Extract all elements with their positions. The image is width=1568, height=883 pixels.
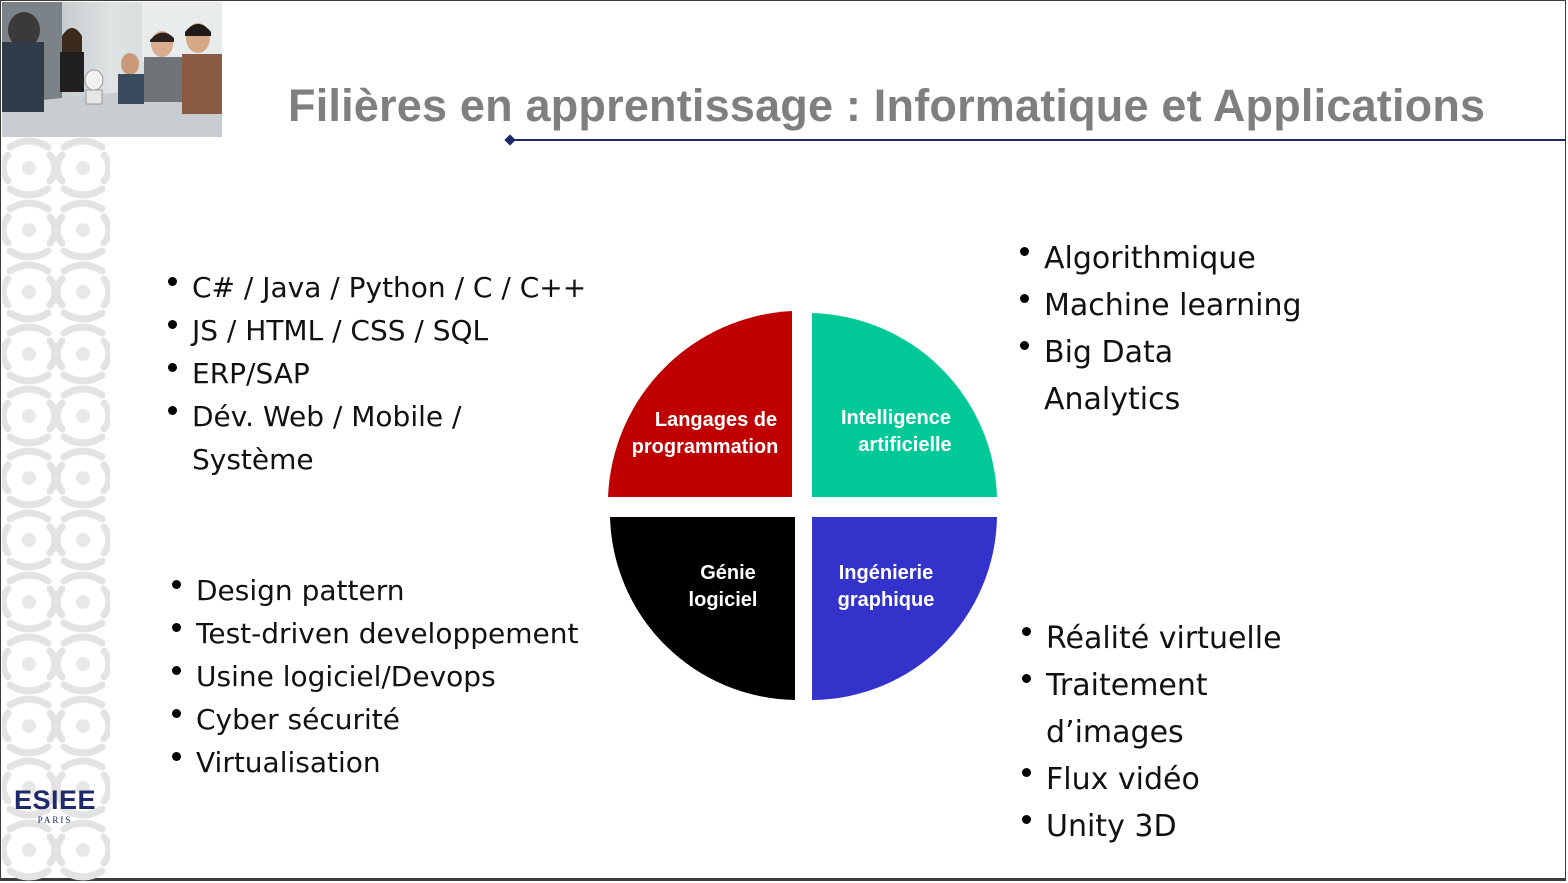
list-item: Cyber sécurité <box>172 698 612 741</box>
list-software-engineering: Design pattern Test-driven developpement… <box>172 569 612 784</box>
header-photo <box>2 2 222 137</box>
quadrant-label-line: Génie <box>700 562 756 584</box>
list-item: Test-driven developpement <box>172 612 612 655</box>
list-item: Design pattern <box>172 569 612 612</box>
list-item: Unity 3D <box>1022 803 1362 850</box>
quadrant-label-line: programmation <box>631 436 779 458</box>
logo-city: PARIS <box>37 815 73 825</box>
list-item: Algorithmique <box>1020 235 1360 282</box>
list-item: ERP/SAP <box>168 352 598 395</box>
quadrant-graphics <box>812 517 997 700</box>
list-item: Big Data Analytics <box>1020 329 1224 423</box>
decorative-pattern <box>2 137 110 881</box>
quadrant-software-engineering <box>610 517 795 700</box>
domain-quadrant-diagram <box>608 311 997 700</box>
list-item: C# / Java / Python / C / C++ <box>168 266 598 309</box>
students-robot-photo-icon <box>2 2 222 137</box>
list-item: Réalité virtuelle <box>1022 615 1362 662</box>
list-item: Traitement d’images <box>1022 662 1266 756</box>
quadrant-label-line: logiciel <box>688 589 758 611</box>
list-item: JS / HTML / CSS / SQL <box>168 309 598 352</box>
quadrant-programming <box>608 311 792 497</box>
quadrant-label-ai: Intelligence artificielle <box>826 405 966 459</box>
decorative-ring-pattern-icon <box>2 137 110 881</box>
title-underline <box>510 139 1566 141</box>
quadrant-label-line: Intelligence <box>840 407 952 429</box>
quadrant-ai <box>812 313 997 497</box>
list-item: Flux vidéo <box>1022 756 1362 803</box>
list-item: Usine logiciel/Devops <box>172 655 612 698</box>
logo-name: ESIEE <box>13 785 97 815</box>
slide-title: Filières en apprentissage : Informatique… <box>288 80 1486 131</box>
quadrant-label-line: Langages de <box>654 409 778 431</box>
list-artificial-intelligence: Algorithmique Machine learning Big Data … <box>1020 235 1360 423</box>
list-item: Dév. Web / Mobile / Système <box>168 395 492 481</box>
list-item: Virtualisation <box>172 741 612 784</box>
quadrant-label-graphics: Ingénierie graphique <box>826 560 946 614</box>
quadrant-label-line: artificielle <box>858 434 952 456</box>
esiee-logo: ESIEE PARIS <box>13 786 97 826</box>
list-graphics-engineering: Réalité virtuelle Traitement d’images Fl… <box>1022 615 1362 850</box>
list-item: Machine learning <box>1020 282 1360 329</box>
list-programming-languages: C# / Java / Python / C / C++ JS / HTML /… <box>168 266 598 481</box>
quadrant-label-line: Ingénierie <box>838 562 934 584</box>
quadrant-label-line: graphique <box>837 589 935 611</box>
quadrant-label-software-engineering: Génie logiciel <box>668 560 778 614</box>
quadrant-label-programming: Langages de programmation <box>620 407 790 461</box>
